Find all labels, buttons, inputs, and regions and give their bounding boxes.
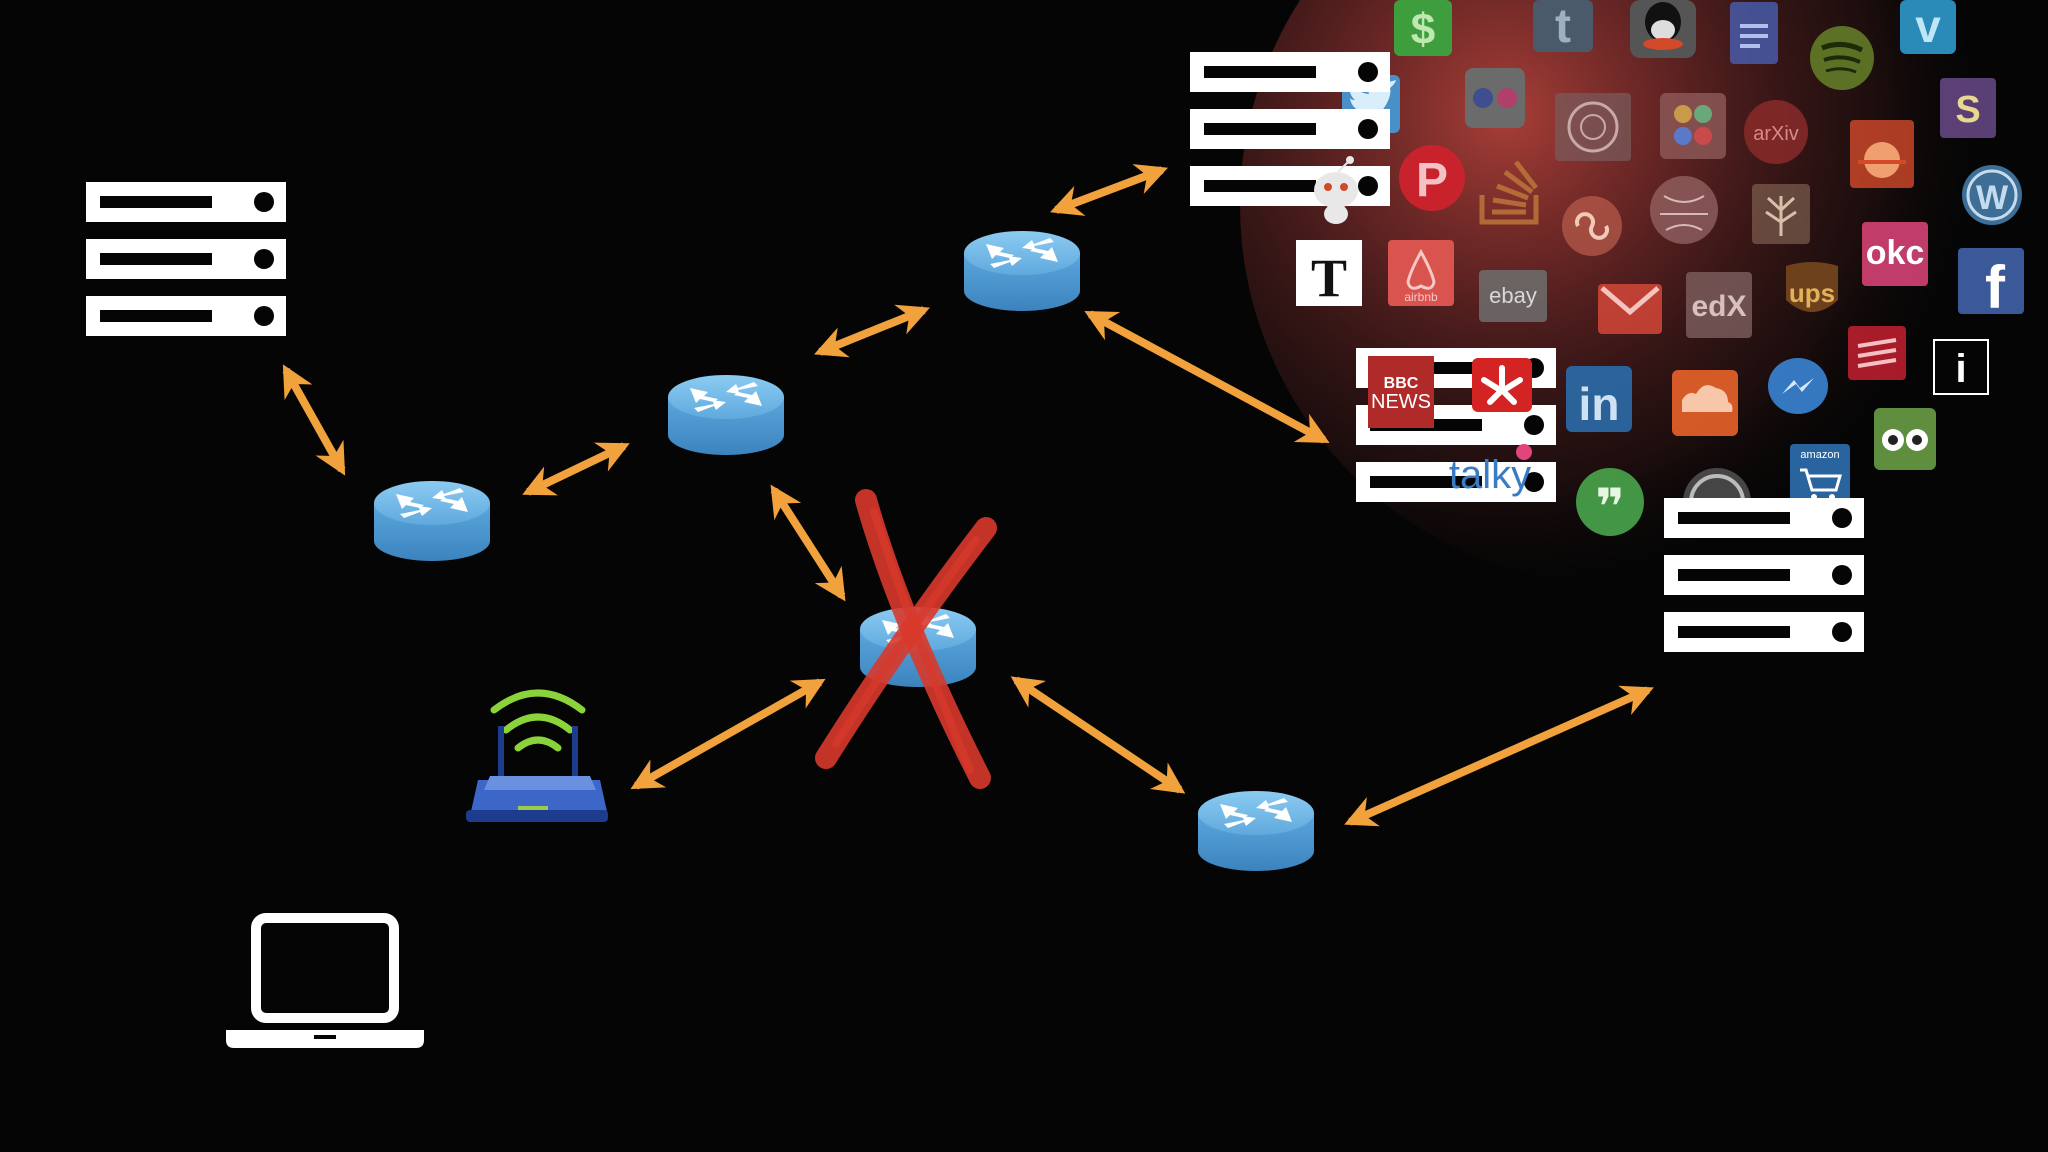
info-logo: i bbox=[1933, 339, 1989, 395]
seal-logo bbox=[1555, 93, 1631, 161]
router-1 bbox=[374, 481, 490, 561]
linkedin-logo: in bbox=[1566, 366, 1632, 432]
service-logo-cloud: $ t v bbox=[1296, 0, 2024, 536]
arrow-router5-server bbox=[1344, 685, 1654, 827]
gmail-logo bbox=[1598, 284, 1662, 334]
svg-text:P: P bbox=[1416, 154, 1448, 207]
svg-text:BBC: BBC bbox=[1384, 375, 1419, 392]
svg-text:amazon: amazon bbox=[1800, 449, 1839, 461]
tumblr-logo: t bbox=[1533, 0, 1593, 53]
arrow-router4-router5 bbox=[1010, 676, 1186, 794]
wifi-router bbox=[466, 689, 608, 822]
arrow-router3-server-mid bbox=[1084, 310, 1330, 444]
arrow-router2-router3 bbox=[814, 304, 930, 358]
ups-logo: ups bbox=[1786, 262, 1838, 312]
pinterest-logo: P bbox=[1399, 145, 1465, 211]
svg-text:NEWS: NEWS bbox=[1371, 391, 1431, 413]
svg-text:t: t bbox=[1555, 0, 1571, 53]
ebay-logo: ebay bbox=[1479, 270, 1547, 322]
vimeo-logo: v bbox=[1900, 0, 1956, 54]
svg-text:arXiv: arXiv bbox=[1753, 123, 1799, 145]
bank-of-america-logo bbox=[1848, 326, 1906, 380]
wikipedia-logo bbox=[1650, 176, 1718, 244]
stackoverflow-logo bbox=[1479, 160, 1539, 225]
svg-text:v: v bbox=[1915, 0, 1941, 52]
slack-logo: S bbox=[1940, 78, 1996, 138]
arrow-router1-router2 bbox=[522, 442, 630, 496]
wordpress-logo: W bbox=[1962, 165, 2022, 225]
wifi-signal-icon bbox=[490, 689, 586, 752]
soundcloud-logo bbox=[1672, 370, 1738, 436]
svg-text:❞: ❞ bbox=[1595, 479, 1624, 535]
ubuntu-logo bbox=[1850, 120, 1914, 188]
reddit-logo bbox=[1314, 156, 1358, 224]
tripadvisor-logo bbox=[1874, 408, 1936, 470]
creative-cloud-logo bbox=[1562, 196, 1622, 256]
arrow-router3-server bbox=[1050, 164, 1168, 216]
qq-logo bbox=[1630, 0, 1696, 58]
server-bottom-right bbox=[1664, 498, 1864, 652]
svg-text:talky: talky bbox=[1449, 453, 1531, 497]
tree-logo bbox=[1752, 184, 1810, 244]
failure-x-mark bbox=[815, 489, 997, 789]
okcupid-logo: okc bbox=[1862, 222, 1928, 286]
facebook-logo: f bbox=[1958, 248, 2024, 321]
arxiv-logo: arXiv bbox=[1744, 100, 1808, 164]
svg-text:airbnb: airbnb bbox=[1404, 290, 1438, 304]
hangouts-logo: ❞ bbox=[1576, 468, 1644, 536]
svg-text:okc: okc bbox=[1866, 234, 1925, 272]
server-top-center bbox=[1190, 52, 1390, 206]
arrow-server-router1 bbox=[282, 364, 346, 476]
svg-text:W: W bbox=[1976, 179, 2009, 217]
svg-text:ups: ups bbox=[1789, 278, 1835, 308]
airbnb-logo: airbnb bbox=[1388, 240, 1454, 306]
server-top-left bbox=[86, 182, 286, 336]
svg-text:S: S bbox=[1955, 89, 1980, 131]
svg-text:in: in bbox=[1579, 378, 1620, 430]
laptop bbox=[226, 913, 424, 1048]
svg-text:i: i bbox=[1955, 347, 1966, 391]
amazon-logo: amazon bbox=[1790, 444, 1850, 506]
bbc-news-logo: BBC NEWS bbox=[1368, 356, 1434, 428]
svg-text:$: $ bbox=[1411, 5, 1435, 54]
router-5 bbox=[1198, 791, 1314, 871]
router-3 bbox=[964, 231, 1080, 311]
yelp-logo bbox=[1472, 358, 1532, 412]
svg-text:T: T bbox=[1311, 248, 1347, 308]
talky-logo: talky bbox=[1449, 444, 1532, 497]
svg-text:edX: edX bbox=[1691, 290, 1746, 323]
google-photos-logo bbox=[1660, 93, 1726, 159]
svg-text:f: f bbox=[1985, 254, 2006, 321]
spotify-logo bbox=[1810, 26, 1874, 90]
messenger-logo bbox=[1768, 358, 1828, 414]
cash-logo: $ bbox=[1394, 0, 1452, 56]
svg-text:ebay: ebay bbox=[1489, 283, 1537, 308]
nytimes-logo: T bbox=[1296, 240, 1362, 308]
arrow-router2-router4 bbox=[770, 484, 846, 602]
router-2 bbox=[668, 375, 784, 455]
docs-logo bbox=[1730, 2, 1778, 64]
edx-logo: edX bbox=[1686, 272, 1752, 338]
connection-arrows bbox=[282, 164, 1654, 827]
arrow-wifi-router4 bbox=[630, 678, 826, 790]
flickr-logo bbox=[1465, 68, 1525, 128]
